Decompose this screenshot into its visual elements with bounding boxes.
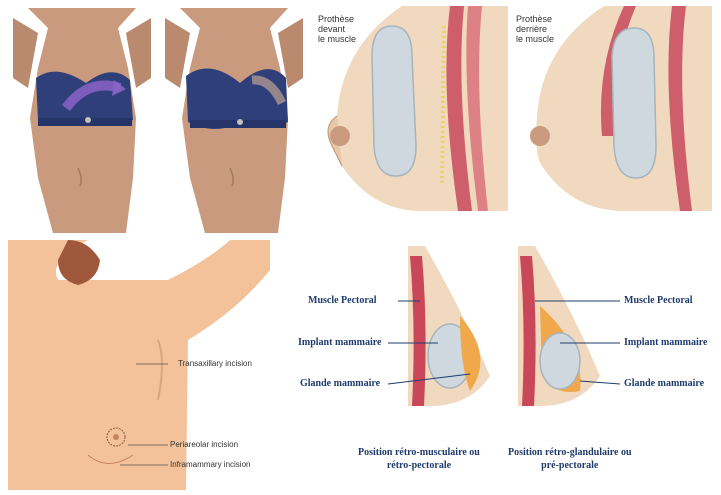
diagram-illustration (290, 246, 721, 482)
section-front-label: Prothèse devant le muscle (318, 14, 356, 44)
torso-bra-after-illustration (160, 8, 308, 233)
periareolar-incision-label: Periareolar incision (170, 440, 238, 449)
right-gland-label: Glande mammaire (624, 378, 704, 389)
right-muscle-label: Muscle Pectoral (624, 295, 693, 306)
inframammary-incision-label: Inframammary incision (170, 460, 250, 469)
transaxillary-incision-label: Transaxillary incision (178, 359, 252, 368)
incisions-panel: Transaxillary incision Periareolar incis… (8, 240, 270, 490)
right-implant-label: Implant mammaire (624, 337, 707, 348)
section-front-panel: Prothèse devant le muscle (312, 6, 508, 211)
left-implant-label: Implant mammaire (298, 337, 381, 348)
left-muscle-label: Muscle Pectoral (308, 295, 377, 306)
caption-left: Position rétro-musculaire ou rétro-pecto… (358, 446, 480, 472)
torso-bra-before-illustration (8, 8, 156, 233)
torso-before-panel (8, 8, 156, 233)
section-behind-label: Prothèse derrière le muscle (516, 14, 554, 44)
left-gland-label: Glande mammaire (300, 378, 380, 389)
torso-after-panel (160, 8, 308, 233)
diagram-panel: Muscle Pectoral Implant mammaire Glande … (290, 246, 721, 482)
section-behind-panel: Prothèse derrière le muscle (512, 6, 712, 211)
caption-right: Position rétro-glandulaire ou pré-pector… (508, 446, 632, 472)
